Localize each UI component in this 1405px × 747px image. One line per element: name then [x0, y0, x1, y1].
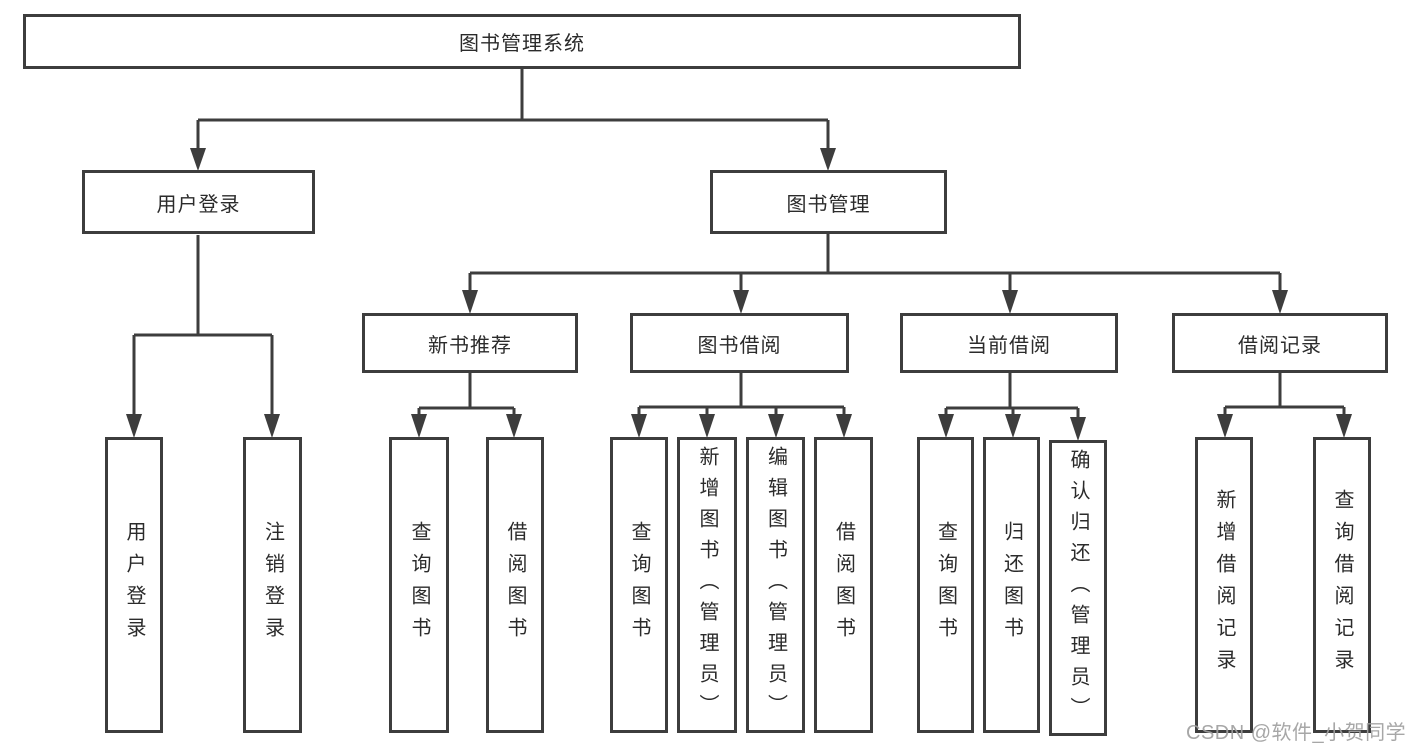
leaf-return-books: 归还图书: [983, 437, 1040, 733]
leaf-user-login: 用户登录: [105, 437, 163, 733]
leaf-add-borrow-record: 新增借阅记录: [1195, 437, 1253, 733]
leaf-search-books-current: 查询图书: [917, 437, 974, 733]
node-label: 图书借阅: [697, 334, 782, 357]
leaf-label: 编辑图书（管理员）: [764, 445, 787, 725]
csdn-watermark: CSDN @软件_小贺同学: [1186, 722, 1405, 744]
leaf-label: 用户登录: [123, 521, 145, 649]
leaf-label: 借阅图书: [504, 521, 526, 649]
leaf-label: 借阅图书: [832, 521, 855, 649]
leaf-label: 归还图书: [1000, 521, 1023, 649]
leaf-add-books-admin: 新增图书（管理员）: [677, 437, 737, 733]
leaf-edit-books-admin: 编辑图书（管理员）: [746, 437, 805, 733]
node-user-login: 用户登录: [82, 170, 315, 234]
leaf-label: 注销登录: [261, 521, 284, 649]
node-label: 借阅记录: [1238, 334, 1322, 357]
leaf-search-books-borrowing: 查询图书: [610, 437, 668, 733]
leaf-label: 确认归还（管理员）: [1067, 448, 1089, 728]
leaf-label: 新增图书（管理员）: [696, 445, 718, 725]
node-label: 用户登录: [156, 193, 241, 216]
leaf-label: 查询借阅记录: [1331, 489, 1353, 681]
leaf-logout: 注销登录: [243, 437, 302, 733]
node-borrowing-records: 借阅记录: [1172, 313, 1388, 373]
node-book-management: 图书管理: [710, 170, 947, 234]
node-root-library-system: 图书管理系统: [23, 14, 1021, 69]
node-book-borrowing: 图书借阅: [630, 313, 849, 373]
leaf-confirm-return-admin: 确认归还（管理员）: [1049, 440, 1107, 736]
node-current-borrowing: 当前借阅: [900, 313, 1118, 373]
node-new-book-recommend: 新书推荐: [362, 313, 578, 373]
leaf-search-books-recommend: 查询图书: [389, 437, 449, 733]
node-label: 图书管理: [786, 193, 871, 216]
leaf-borrow-books-recommend: 借阅图书: [486, 437, 544, 733]
leaf-borrow-books-borrowing: 借阅图书: [814, 437, 873, 733]
leaf-label: 新增借阅记录: [1213, 489, 1235, 681]
leaf-search-borrow-record: 查询借阅记录: [1313, 437, 1371, 733]
node-label: 图书管理系统: [459, 33, 585, 55]
leaf-label: 查询图书: [628, 521, 650, 649]
node-label: 当前借阅: [967, 334, 1051, 357]
leaf-label: 查询图书: [934, 521, 957, 649]
node-label: 新书推荐: [428, 334, 512, 357]
leaf-label: 查询图书: [408, 521, 430, 649]
